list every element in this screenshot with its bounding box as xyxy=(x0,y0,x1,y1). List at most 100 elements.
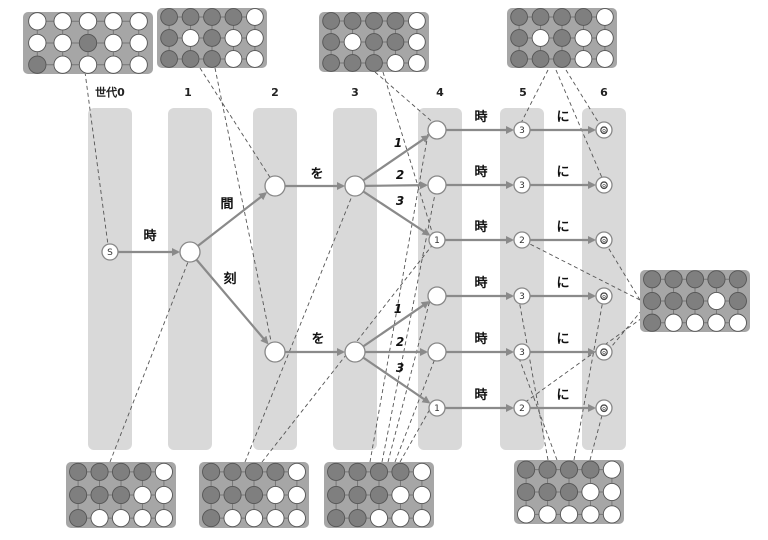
generation-column-6 xyxy=(582,108,626,450)
dark-cell xyxy=(707,270,726,289)
light-cell xyxy=(266,509,285,528)
light-cell xyxy=(223,509,242,528)
generation-column-5 xyxy=(500,108,544,450)
dark-cell xyxy=(343,54,362,72)
dark-cell xyxy=(322,12,340,30)
dark-cell xyxy=(202,509,221,528)
edge-n1-n2a xyxy=(197,192,268,247)
target-marker xyxy=(600,348,608,356)
light-cell xyxy=(408,54,426,72)
edge-label: を xyxy=(310,167,323,182)
dark-cell xyxy=(531,8,550,26)
light-cell xyxy=(28,12,47,31)
grid-link-line xyxy=(606,309,643,353)
light-cell xyxy=(104,55,123,74)
state-node-n1 xyxy=(179,241,201,263)
target-marker xyxy=(600,236,608,244)
light-cell xyxy=(412,509,431,528)
edge-label: 3 xyxy=(396,361,404,375)
grid-link-line xyxy=(523,317,643,404)
dark-cell xyxy=(365,12,383,30)
state-node-n6_2: ◎ xyxy=(595,176,613,194)
state-node-n6_1: ◎ xyxy=(595,121,613,139)
state-node-n5_5: 3 xyxy=(513,343,531,361)
dark-cell xyxy=(348,462,367,481)
dark-cell xyxy=(517,460,536,479)
edge-label: 1 xyxy=(394,136,402,150)
state-node-n6_6: ◎ xyxy=(595,399,613,417)
light-cell xyxy=(90,509,109,528)
state-node-n5_4: 3 xyxy=(513,287,531,305)
dark-cell xyxy=(111,485,131,505)
node-circle xyxy=(595,121,613,139)
light-cell xyxy=(391,509,410,528)
dark-cell xyxy=(664,270,683,289)
grid-link-line xyxy=(214,67,273,347)
dark-cell xyxy=(244,462,264,481)
light-cell xyxy=(104,33,123,53)
dark-cell xyxy=(664,291,683,311)
dark-cell xyxy=(391,462,410,481)
dark-cell xyxy=(111,462,131,481)
dark-cell xyxy=(386,12,405,30)
dark-cell xyxy=(643,291,662,311)
state-node-n2b xyxy=(264,341,286,363)
dark-cell xyxy=(160,8,178,26)
dark-cell xyxy=(531,50,550,68)
node-label: S xyxy=(107,248,113,258)
light-cell xyxy=(412,485,431,505)
dark-cell xyxy=(553,8,571,26)
dark-cell xyxy=(160,29,178,47)
generation-label-4: 4 xyxy=(436,86,444,99)
board-grids xyxy=(23,8,750,528)
grid-link-line xyxy=(589,407,605,461)
grid-link-line xyxy=(244,195,353,463)
light-cell xyxy=(53,12,72,31)
grid-link-line xyxy=(555,69,604,181)
edge-label: に xyxy=(556,220,569,235)
edge-label: 時 xyxy=(474,275,487,291)
state-node-n4_5 xyxy=(427,342,447,362)
dark-cell xyxy=(348,485,367,505)
node-circle xyxy=(595,343,613,361)
edge-n3a-n4_1 xyxy=(362,135,430,182)
node-label: ◎ xyxy=(600,292,608,302)
grid-link-line xyxy=(519,69,549,126)
dark-cell xyxy=(69,462,88,481)
dark-cell xyxy=(510,8,528,26)
edge-n3a-n4_3 xyxy=(362,190,431,236)
dark-cell xyxy=(202,485,221,505)
light-cell xyxy=(581,482,600,502)
node-circle xyxy=(513,231,531,249)
dark-cell xyxy=(728,291,747,311)
light-cell xyxy=(531,29,550,47)
target-marker xyxy=(600,292,608,300)
node-circle xyxy=(264,341,286,363)
edge-n3b-n4_6 xyxy=(362,356,431,404)
node-circle xyxy=(513,343,531,361)
node-circle xyxy=(595,231,613,249)
node-label: ◎ xyxy=(600,181,608,191)
light-cell xyxy=(246,8,264,26)
edge-n1-n2b xyxy=(195,258,269,345)
generation-column-0 xyxy=(88,108,132,450)
grid-link-line xyxy=(382,71,434,236)
grid-link-line xyxy=(374,71,437,126)
node-circle xyxy=(595,287,613,305)
generation-column-3 xyxy=(333,108,377,450)
edge-label: に xyxy=(556,165,569,180)
dark-cell xyxy=(202,462,221,481)
state-node-n5_3: 2 xyxy=(513,231,531,249)
dark-cell xyxy=(327,485,346,505)
node-circle xyxy=(428,399,446,417)
light-cell xyxy=(287,485,306,505)
dark-cell xyxy=(203,50,221,68)
light-cell xyxy=(559,505,579,524)
generation-label-3: 3 xyxy=(351,86,359,99)
dark-cell xyxy=(78,33,98,53)
grid-links xyxy=(84,67,643,463)
light-cell xyxy=(111,509,131,528)
light-cell xyxy=(266,485,285,505)
